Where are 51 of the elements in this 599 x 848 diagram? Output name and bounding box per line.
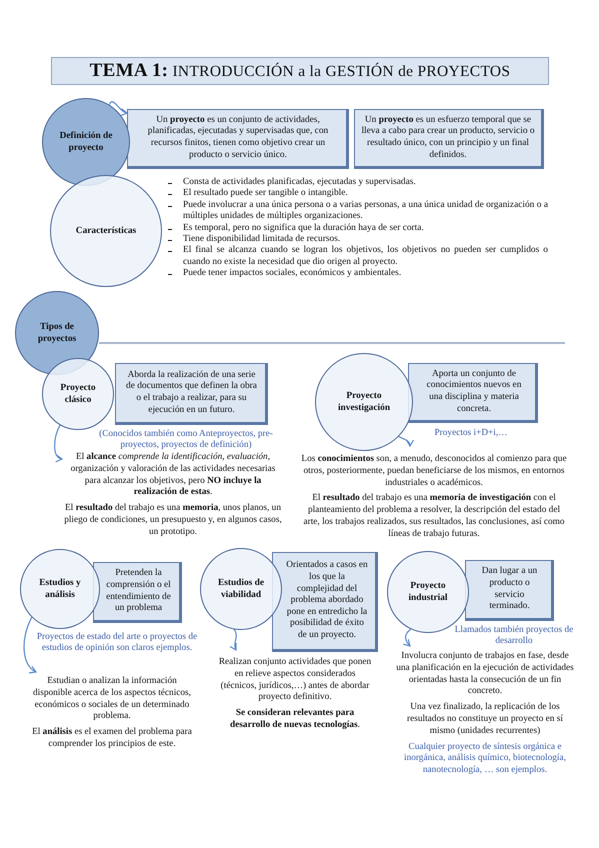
body-paragraph: Realizan conjunto actividades que ponen en relieve aspectos considerados (técnicos, jurídicos,…) antes de abordar proyecto definitivo. <box>218 657 372 704</box>
circle-label: Estudios de viabilidad <box>216 577 266 601</box>
description-box <box>93 562 182 623</box>
body-paragraph: Una vez finalizado, la replicación de los resultados no constituye un proyecto en sí mismo (unidades recurrentes) <box>406 702 564 738</box>
example-note: Llamados también proyectos de desarrollo <box>454 625 574 646</box>
curved-arrow <box>54 424 63 462</box>
description-box <box>465 560 554 621</box>
body-paragraph: Los conocimientos son, a menudo, desconocidos al comienzo para que otros, posteriormente, puedan beneficiarse de los mismos, en entornos industriales o académicos. <box>300 454 568 490</box>
body-paragraph: El análisis es el examen del problema para comprender los principios de este. <box>32 727 192 751</box>
example-note: Proyectos i+D+i,… <box>434 428 508 439</box>
description-box <box>354 109 544 169</box>
body-paragraph: Estudian o analizan la información disponible acerca de los aspectos técnicos, económicos o sociales de un determinado problema. <box>32 676 192 724</box>
description-box <box>127 109 349 169</box>
body-paragraph: El resultado del trabajo es una memoria, unos planos, un pliego de condiciones, un presupuesto y, en algunos casos, un prototipo. <box>63 503 283 539</box>
body-paragraph: El resultado del trabajo es una memoria de investigación con el planteamiento del problema a resolver, la descripción del estado del arte, los trabajos realizados, sus resultados, las conclusiones, así como líneas de trabajo futuras. <box>302 493 566 541</box>
example-note: (Conocidos también como Anteproyectos, pre-proyectos, proyectos de definición) <box>98 429 274 450</box>
circle-label: Proyecto investigación <box>336 390 392 414</box>
box-text: Pretenden la comprensión o el entendimiento de un problema <box>105 568 172 615</box>
example-note: Proyectos de estado del arte o proyectos de estudios de opinión son claros ejemplos. <box>36 632 198 654</box>
body-paragraph: Se consideran relevantes para desarrollo de nuevas tecnologías. <box>229 708 361 732</box>
page-title: TEMA 1: INTRODUCCIÓN a la GESTIÓN de PROYECTOS <box>90 60 510 82</box>
body-paragraph: Involucra conjunto de trabajos en fase, desde una planificación en la ejecución de actividades orientadas hasta la consecución de un fin concreto. <box>395 651 575 698</box>
circle-label: Proyecto clásico <box>59 382 97 406</box>
box-text: Aporta un conjunto de conocimientos nuevos en una disciplina y materia concreta. <box>426 368 522 416</box>
description-box <box>408 363 538 423</box>
curved-arrow <box>230 629 238 651</box>
circle-label: Características <box>74 225 138 237</box>
list-item-text: El resultado puede ser tangible o intangible. <box>183 188 349 200</box>
circle-label: Estudios y análisis <box>38 577 82 601</box>
circle-label: Tipos de proyectos <box>36 321 78 345</box>
list-item-text: El final se alcanza cuando se logran los objetivos, los objetivos no pueden ser cumplidos o cuando no existe la necesidad que dio origen al proyecto. <box>183 245 548 268</box>
box-text: Orientados a casos en los que la complejidad del problema abordado pone en entredicho la posibilidad de éxito de un proyecto. <box>285 560 369 642</box>
list-item-text: Tiene disponibilidad limitada de recursos. <box>183 234 342 245</box>
list-item-text: Consta de actividades planificadas, ejecutadas y supervisadas. <box>183 177 417 188</box>
list-item-text: Es temporal, pero no significa que la duración haya de ser corta. <box>183 222 425 234</box>
curved-arrow <box>398 436 414 447</box>
body-paragraph: El alcance comprende la identificación, evaluación, organización y valoración de las actividades necesarias para alcanzar los objetivos, pero NO incluye la realización de estas. <box>70 452 276 500</box>
description-box <box>115 363 268 425</box>
box-text: Dan lugar a un producto o servicio terminado. <box>480 566 538 613</box>
example-note: Cualquier proyecto de síntesis orgánica e inorgánica, análisis químico, biotecnología, nanotecnología, … son ejemplos. <box>403 742 567 777</box>
description-box <box>272 552 378 652</box>
box-text: Un proyecto es un esfuerzo temporal que se lleva a cabo para crear un producto, servicio o resultado único, con un principio y un final definidos. <box>361 114 535 162</box>
box-text: Un proyecto es un conjunto de actividades, planificadas, ejecutadas y supervisadas que, con recursos finitos, tienen como objetivo crear un producto o servicio único. <box>146 114 330 162</box>
box-text: Aborda la realización de una serie de documentos que definen la obra o el trabajo a realizar, para su ejecución en un futuro. <box>125 370 258 416</box>
list-item-text: Puede involucrar a una única persona o a varias personas, a una única unidad de organización o a múltiples unidades de múltiples organizaciones. <box>183 200 548 223</box>
curved-arrow <box>108 101 128 116</box>
curved-arrow <box>402 628 412 647</box>
curved-arrow <box>24 617 37 673</box>
list-item-text: Puede tener impactos sociales, económicos y ambientales. <box>183 268 402 280</box>
circle-label: Definición de proyecto <box>58 130 114 154</box>
circle-label: Proyecto industrial <box>407 580 449 604</box>
